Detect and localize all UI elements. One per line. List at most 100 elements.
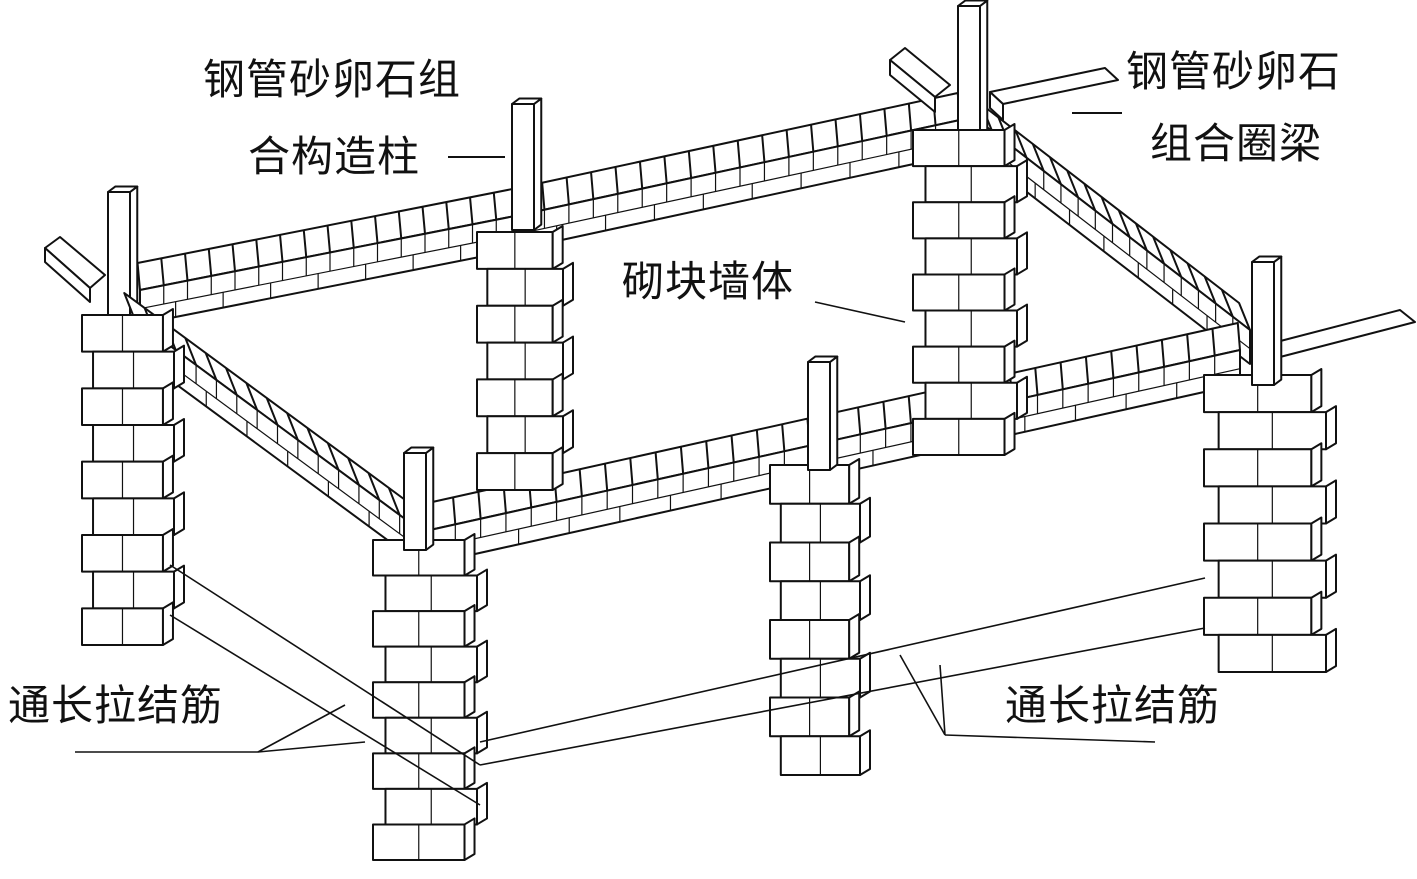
beam-fl-brick-joint <box>225 367 238 396</box>
steel-tube-column-back-left <box>107 185 139 321</box>
beam-bl-course-line <box>139 233 521 310</box>
beam-fl-brick-joint <box>306 427 320 456</box>
block-pier-right <box>1203 368 1337 673</box>
label-composite-ring-beam-line2: 组合圈梁 <box>1150 119 1323 168</box>
pier-right-block-side <box>1325 479 1337 525</box>
label-composite-column-line2: 合构造柱 <box>248 132 421 181</box>
tube-front-left-top <box>403 446 435 454</box>
steel-tube-column-front-left <box>403 446 435 551</box>
beam-br-brick-joint <box>1066 170 1080 198</box>
pier-back-right-block-side <box>1016 303 1028 348</box>
pier-left-block-side <box>161 454 174 500</box>
pier-left-block-side <box>161 528 174 573</box>
tube-front-middle-front <box>807 361 831 471</box>
pier-back-middle-block-side <box>551 298 564 344</box>
beam-bm-brick-joint <box>638 161 644 189</box>
pier-left-block-side <box>173 564 185 610</box>
stub-rear-right-side <box>989 91 1004 121</box>
pier-front-left-block-side <box>463 604 476 648</box>
beam-fr-brick-joint <box>603 463 609 491</box>
pier-back-right-block-side <box>1003 411 1016 456</box>
beam-bl-brick-joint <box>326 225 331 253</box>
stub-back-side <box>889 59 936 113</box>
beam-extension-stubs <box>44 47 1416 373</box>
pier-back-middle-block-side <box>562 261 574 307</box>
beam-bm-brick-joint <box>663 156 668 184</box>
leader-tie-left-b <box>257 741 366 753</box>
tie-bar-left-lower <box>169 614 481 806</box>
label-composite-ring-beam-line1: 钢管砂卵石 <box>1126 47 1342 96</box>
pier-right-block-side <box>1310 590 1323 636</box>
beam-fl-brick-joint <box>367 472 381 501</box>
stub-rear-right-top <box>989 67 1119 105</box>
beam-bm-brick-joint <box>834 119 839 147</box>
tube-front-middle-side <box>829 355 839 471</box>
pier-left-block-side <box>173 491 185 536</box>
beam-fl-brick-joint <box>326 442 340 471</box>
leader-tie-right-b <box>939 664 946 736</box>
beam-bm-brick-joint <box>614 166 619 194</box>
beam-fr-brick-joint <box>1186 334 1191 362</box>
pier-right-block-side <box>1325 405 1337 451</box>
ring-beam-back-left <box>136 92 961 325</box>
beam-bl-brick-joint <box>302 230 308 258</box>
through-tie-bars <box>169 564 1206 806</box>
pier-left-block-side <box>173 344 185 390</box>
beam-fr-brick-joint <box>882 401 887 429</box>
label-tie-bar-left: 通长拉结筋 <box>8 681 224 730</box>
tube-right-front <box>1251 261 1275 386</box>
pier-back-middle-block-side <box>551 372 564 418</box>
pier-left-block-side <box>161 601 174 646</box>
label-composite-column-line1: 钢管砂卵石组 <box>203 55 462 104</box>
steel-tube-column-back-right <box>957 0 989 136</box>
tie-bar-left-upper <box>169 564 481 766</box>
block-pier-front-middle <box>769 458 871 776</box>
beam-br-brick-joint <box>1203 276 1217 304</box>
pier-right-block-side <box>1310 442 1323 488</box>
beam-fr-brick-joint <box>857 407 862 435</box>
tube-front-left-front <box>403 452 427 551</box>
beam-fr-brick-joint <box>452 497 457 525</box>
beam-bl-brick-joint <box>255 239 260 267</box>
ring-beam-back-right <box>963 90 1251 365</box>
pier-back-middle-block-side <box>562 409 574 455</box>
pier-front-left-block-side <box>463 533 476 577</box>
beam-fr-brick-joint <box>1160 339 1166 367</box>
beam-fr-brick-joint <box>477 491 482 519</box>
block-pier-front-left <box>372 533 488 861</box>
pier-back-right-block-side <box>1003 123 1016 168</box>
block-pier-back-right <box>912 123 1028 456</box>
beam-fr-brick-joint <box>1110 351 1115 379</box>
beam-br-brick-joint <box>1049 156 1062 185</box>
beam-br-brick-joint <box>1083 183 1097 212</box>
pier-front-left-block-side <box>476 781 488 826</box>
pier-back-middle-block-side <box>551 446 564 491</box>
beam-bl-brick-joint <box>279 234 284 262</box>
leader-tie-left-a <box>257 704 346 753</box>
pier-back-right-block-side <box>1016 231 1028 276</box>
beam-bl-brick-joint <box>207 248 213 277</box>
beam-fl-brick-joint <box>387 487 401 516</box>
pier-back-right-block-side <box>1003 195 1016 240</box>
stub-right-top <box>1264 309 1416 358</box>
beam-bm-brick-joint <box>785 129 790 158</box>
pier-right-block-side <box>1325 627 1337 673</box>
beam-fr-brick-joint <box>629 457 634 486</box>
label-tie-bar-right: 通长拉结筋 <box>1005 681 1221 730</box>
beam-fr-brick-joint <box>1135 345 1140 373</box>
beam-bm-brick-joint <box>907 103 913 131</box>
tube-right-top <box>1251 255 1283 263</box>
beam-bm-brick-joint <box>761 135 766 163</box>
pier-back-right-block-side <box>1016 159 1028 204</box>
beam-bm-brick-joint <box>858 114 864 142</box>
pier-right-block-side <box>1310 368 1323 414</box>
beam-fr-brick-joint <box>1084 356 1090 384</box>
pier-right-block-side <box>1325 553 1337 599</box>
beam-fl-brick-joint <box>184 337 198 366</box>
pier-back-middle-block-side <box>551 225 564 270</box>
leader-tie-right-base <box>944 734 1156 743</box>
beam-bm-course-line <box>519 138 961 235</box>
beam-bm-brick-joint <box>541 182 546 210</box>
